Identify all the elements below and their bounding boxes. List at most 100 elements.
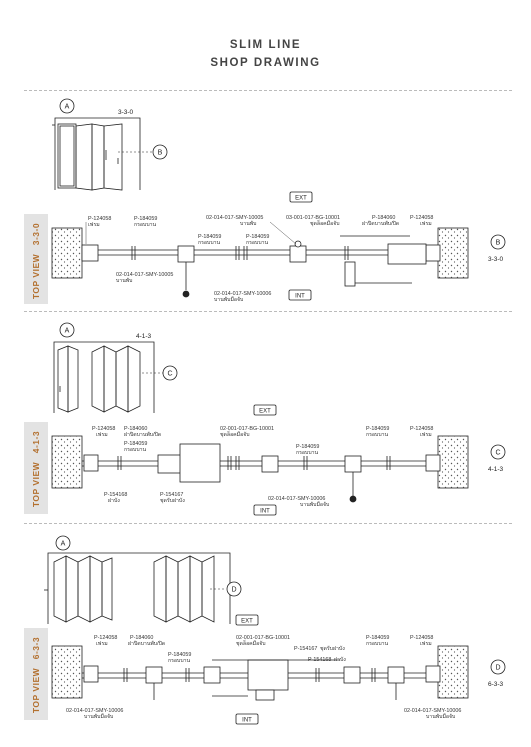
callout-2-7-desc: เฟรม: [420, 432, 432, 438]
marker-a-3: A: [55, 535, 71, 551]
callout-3-5-code: P-154167: [294, 646, 317, 652]
separator-2: [24, 523, 512, 524]
top-view-bar-2: [24, 422, 48, 514]
int-tag-2-text: INT: [260, 509, 270, 515]
callout-3-7-code: P-184059: [366, 635, 389, 641]
callout-2-6-code: P-184059: [366, 426, 389, 432]
callout-2-6: P-184059 กรอบบาน: [366, 426, 389, 438]
callout-2-10: 02-014-017-SMY-10006 บานพับมือจับ: [268, 496, 329, 508]
marker-d-plan: D 6-3-3: [488, 659, 506, 688]
plan-2: [51, 435, 469, 503]
callout-2-8-code: P-154168: [104, 492, 127, 498]
callout-1-1-desc: เฟรม: [88, 222, 100, 228]
marker-d-plan-text: D: [495, 665, 500, 672]
marker-b-plan: B 3-3-0: [488, 234, 506, 263]
callout-1-9: 02-014-017-SMY-10006 บานพับมือจับ: [214, 291, 271, 303]
marker-c-plan-text: C: [495, 450, 500, 457]
callout-2-6-desc: กรอบบาน: [366, 432, 389, 438]
int-tag-1: INT: [288, 289, 312, 301]
ext-tag-3: EXT: [235, 614, 259, 626]
callout-2-8: P-154168 ฝาบัง: [104, 492, 127, 504]
callout-3-10-desc: บานพับมือจับ: [426, 713, 455, 720]
marker-a-1: A: [59, 98, 75, 114]
callout-1-3: 02-014-017-SMY-10005 บานพับ: [206, 215, 297, 245]
callout-1-2-desc: กรอบบาน: [134, 222, 157, 228]
marker-a-2: A: [59, 322, 75, 338]
callout-3-6-code: P-154168: [308, 657, 331, 663]
marker-a-3-text: A: [61, 541, 66, 548]
int-tag-2: INT: [253, 504, 277, 516]
callout-1-3-code: 02-014-017-SMY-10005: [206, 215, 263, 221]
config-plan-2: 4-1-3: [488, 466, 504, 473]
int-tag-1-text: INT: [295, 294, 305, 300]
callout-1-9-desc: บานพับมือจับ: [214, 296, 243, 303]
separator-top: [24, 90, 512, 91]
marker-a-2-text: A: [65, 328, 70, 335]
elevation-3: [44, 552, 231, 624]
callout-1-10-code: P-184059: [198, 234, 221, 240]
callout-3-10: 02-014-017-SMY-10006 บานพับมือจับ: [404, 708, 461, 720]
callout-2-7-code: P-124058: [410, 426, 433, 432]
callout-3-2-code: P-184060: [130, 635, 153, 641]
page-title: SLIM LINE SHOP DRAWING: [0, 36, 531, 72]
callout-1-8-desc: บานพับ: [116, 277, 132, 284]
callout-3-9: 02-014-017-SMY-10006 บานพับมือจับ: [66, 708, 123, 720]
callout-2-2-desc: ฝาปิดบานพับ/ปิด: [124, 431, 161, 438]
callout-2-1-code: P-124058: [92, 426, 115, 432]
ext-tag-1-text: EXT: [295, 196, 307, 202]
config-plan-1: 3-3-0: [488, 256, 504, 263]
plan-3: [51, 645, 469, 701]
callout-3-4: 02-001-017-BG-10001 ชุดล็อคมือจับ: [236, 635, 290, 647]
callout-1-2: P-184059 กรอบบาน: [134, 216, 157, 228]
callout-1-6-desc: ฝาปิดบานพับ/ปิด: [362, 220, 399, 227]
plan-1: [51, 227, 469, 298]
callout-2-5-code: P-184059: [296, 444, 319, 450]
callout-1-7-code: P-124058: [410, 215, 433, 221]
callout-2-1: P-124058 เฟรม: [92, 426, 115, 438]
callout-3-2: P-184060 ฝาปิดบานพับ/ปิด: [128, 635, 165, 647]
int-tag-3: INT: [235, 713, 259, 725]
callout-3-5: P-154167 ชุดรับฝาบัง: [294, 645, 345, 652]
callout-1-5-code: 03-001-017-BG-10001: [286, 215, 340, 221]
callout-3-8-desc: เฟรม: [420, 641, 432, 647]
callout-2-2: P-184060 ฝาปิดบานพับ/ปิด: [124, 426, 161, 438]
elevation-2: [53, 341, 155, 413]
callout-3-9-desc: บานพับมือจับ: [84, 713, 113, 720]
ext-tag-2: EXT: [253, 404, 277, 416]
marker-c-plan: C 4-1-3: [488, 444, 506, 473]
ext-tag-3-text: EXT: [241, 619, 253, 625]
callout-2-7: P-124058 เฟรม: [410, 426, 433, 438]
callout-3-1-code: P-124058: [94, 635, 117, 641]
callout-2-5: P-184059 กรอบบาน: [296, 444, 319, 456]
callout-3-7: P-184059 กรอบบาน: [366, 635, 389, 647]
callout-1-9-code: 02-014-017-SMY-10006: [214, 291, 271, 297]
callout-3-4-desc: ชุดล็อคมือจับ: [236, 639, 266, 647]
callout-2-3: P-184059 กรอบบาน: [124, 441, 147, 453]
callout-2-4-code: 02-001-017-BG-10001: [220, 426, 274, 432]
callout-3-4-code: 02-001-017-BG-10001: [236, 635, 290, 641]
callout-3-7-desc: กรอบบาน: [366, 641, 389, 647]
callout-1-7: P-124058 เฟรม: [410, 215, 433, 227]
title-line-1: SLIM LINE: [229, 39, 302, 51]
callout-3-6: P-154168 ฝาบัง: [308, 656, 346, 663]
top-view-bar-1: [24, 214, 48, 304]
callout-3-8-code: P-124058: [410, 635, 433, 641]
section-1: A 3-3-0 B EXT INT: [51, 98, 506, 303]
callout-1-8-code: 02-014-017-SMY-10005: [116, 272, 173, 278]
callout-1-7-desc: เฟรม: [420, 221, 432, 227]
ext-tag-2-text: EXT: [259, 409, 271, 415]
section-2: A 4-1-3 C EXT INT: [51, 322, 506, 516]
marker-d-1-text: D: [231, 587, 236, 594]
callout-2-2-code: P-184060: [124, 426, 147, 432]
callout-1-2-code: P-184059: [134, 216, 157, 222]
callout-3-10-code: 02-014-017-SMY-10006: [404, 708, 461, 714]
callout-2-9: P-154167 ชุดรับฝาบัง: [160, 492, 185, 504]
callout-2-4-desc: ชุดล็อคมือจับ: [220, 430, 250, 438]
callout-3-3-code: P-184059: [168, 652, 191, 658]
marker-c-1-text: C: [167, 371, 172, 378]
callout-2-10-code: 02-014-017-SMY-10006: [268, 496, 325, 502]
callout-3-3-desc: กรอบบาน: [168, 658, 191, 664]
section-3: A D EXT INT: [44, 535, 506, 725]
separator-1: [24, 311, 512, 312]
callout-3-2-desc: ฝาปิดบานพับ/ปิด: [128, 640, 165, 647]
